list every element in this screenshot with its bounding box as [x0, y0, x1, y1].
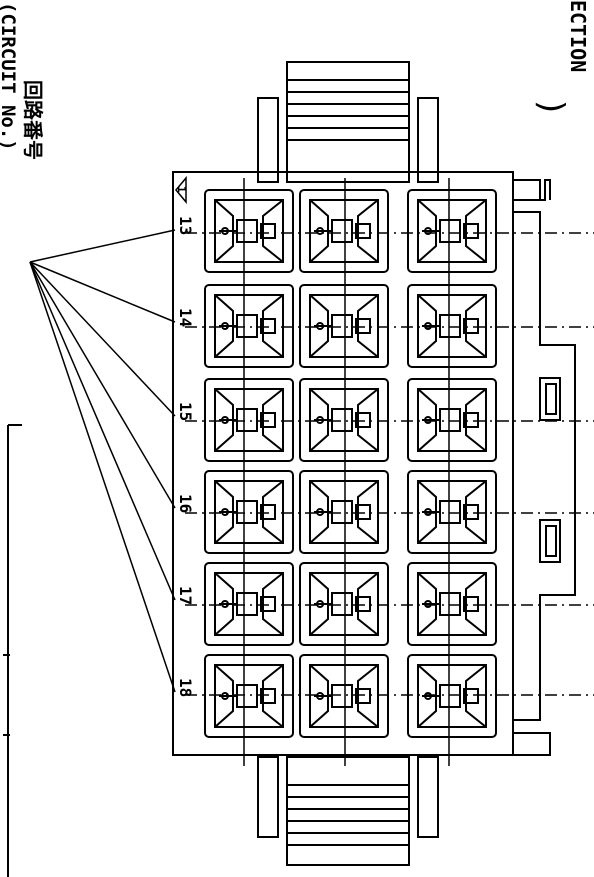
section-label-bracket: ) [531, 100, 571, 113]
terminal-cavity [407, 562, 497, 646]
circuit-number-label: 14 [176, 308, 195, 327]
circuit-number-label: 13 [176, 216, 195, 235]
terminal-cavity [299, 654, 389, 738]
top-rib [257, 61, 439, 183]
terminal-cavity [204, 654, 294, 738]
terminal-cavity [299, 562, 389, 646]
circuit-number-label: 16 [176, 494, 195, 513]
circuit-number-label: 18 [176, 678, 195, 697]
bottom-rib [257, 756, 439, 866]
legend-japanese: 回路番号 [21, 80, 45, 160]
terminal-cavity [407, 189, 497, 273]
terminal-cavity [204, 189, 294, 273]
svg-text:1: 1 [175, 186, 188, 193]
legend-circuit-no: (CIRCUIT No.) [0, 2, 19, 151]
terminal-cavity [407, 654, 497, 738]
terminal-cavity [299, 470, 389, 554]
terminal-cavity [204, 284, 294, 368]
terminal-cavity [407, 470, 497, 554]
cavity-grid [204, 178, 497, 766]
terminal-cavity [204, 470, 294, 554]
terminal-cavity [204, 378, 294, 462]
connector-housing [172, 171, 576, 756]
terminal-centerlines [185, 232, 594, 696]
column-centerlines [243, 178, 450, 766]
section-label: ECTION [566, 0, 590, 72]
terminal-cavity [299, 189, 389, 273]
circuit-number-label: 15 [176, 402, 195, 421]
terminal-cavity [407, 378, 497, 462]
terminal-cavity [407, 284, 497, 368]
terminal-cavity [299, 284, 389, 368]
pin-one-marker: 1 [175, 175, 188, 205]
terminal-cavity [204, 562, 294, 646]
circuit-number-labels: 13 14 15 16 17 18 [176, 216, 195, 697]
left-box-outline [3, 424, 22, 877]
terminal-cavity [299, 378, 389, 462]
circuit-leader-lines [29, 229, 176, 693]
circuit-number-label: 17 [176, 586, 195, 605]
